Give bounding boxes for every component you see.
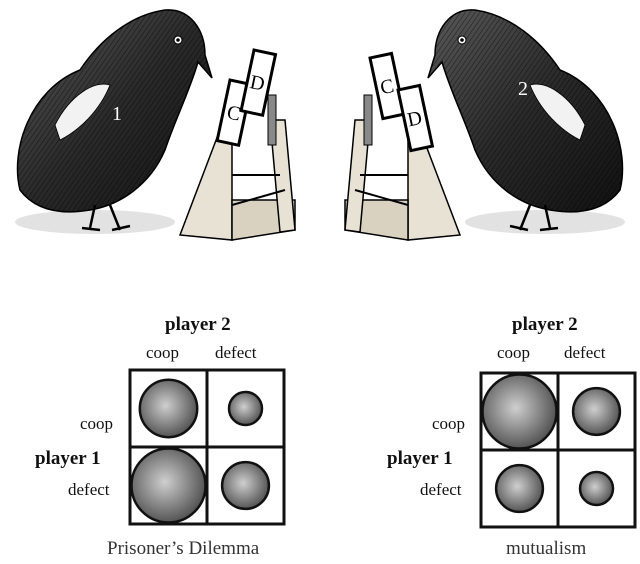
- payoff-sphere-defect-coop: [130, 447, 207, 524]
- payoff-sphere-coop-coop: [481, 373, 558, 450]
- matrix-caption: Prisoner’s Dilemma: [107, 538, 260, 559]
- row-label-defect: defect: [420, 480, 462, 499]
- payoff-sphere-coop-defect: [571, 386, 622, 437]
- col-label-coop: coop: [146, 343, 180, 362]
- col-label-defect: defect: [564, 343, 606, 362]
- matrix-grid-0: [128, 368, 286, 526]
- card-coop-right-letter: C: [378, 75, 396, 99]
- row-title: player 1: [35, 448, 101, 469]
- card-stand-left: C D: [178, 48, 296, 241]
- illustration: 1 C D C D: [15, 9, 625, 241]
- card-defect-right: [396, 83, 435, 153]
- col-label-defect: defect: [215, 343, 257, 362]
- card-defect-right-letter: D: [405, 107, 424, 132]
- matrix-caption: mutualism: [506, 538, 587, 559]
- row-label-defect: defect: [68, 480, 110, 499]
- payoff-sphere-defect-coop: [494, 463, 545, 514]
- col-title: player 2: [512, 314, 578, 335]
- col-label-coop: coop: [497, 343, 531, 362]
- row-title: player 1: [387, 448, 453, 469]
- card-coop-right: [368, 51, 407, 121]
- payoff-sphere-defect-defect: [220, 460, 271, 511]
- card-coop-left-letter: C: [225, 101, 243, 125]
- bird-right-number: 2: [518, 78, 528, 100]
- bird-left-number: 1: [112, 103, 122, 125]
- payoff-sphere-defect-defect: [578, 470, 615, 507]
- bird-right: 2: [427, 9, 625, 234]
- card-stand-right: C D: [344, 51, 462, 241]
- matrix-grid-1: [479, 371, 637, 529]
- card-defect-left-letter: D: [248, 71, 267, 96]
- payoff-sphere-coop-coop: [138, 378, 199, 439]
- card-defect-left: [239, 48, 278, 117]
- col-title: player 2: [165, 314, 231, 335]
- bird-left: 1: [15, 9, 213, 234]
- payoff-sphere-coop-defect: [227, 390, 264, 427]
- row-label-coop: coop: [432, 414, 466, 433]
- row-label-coop: coop: [80, 414, 114, 433]
